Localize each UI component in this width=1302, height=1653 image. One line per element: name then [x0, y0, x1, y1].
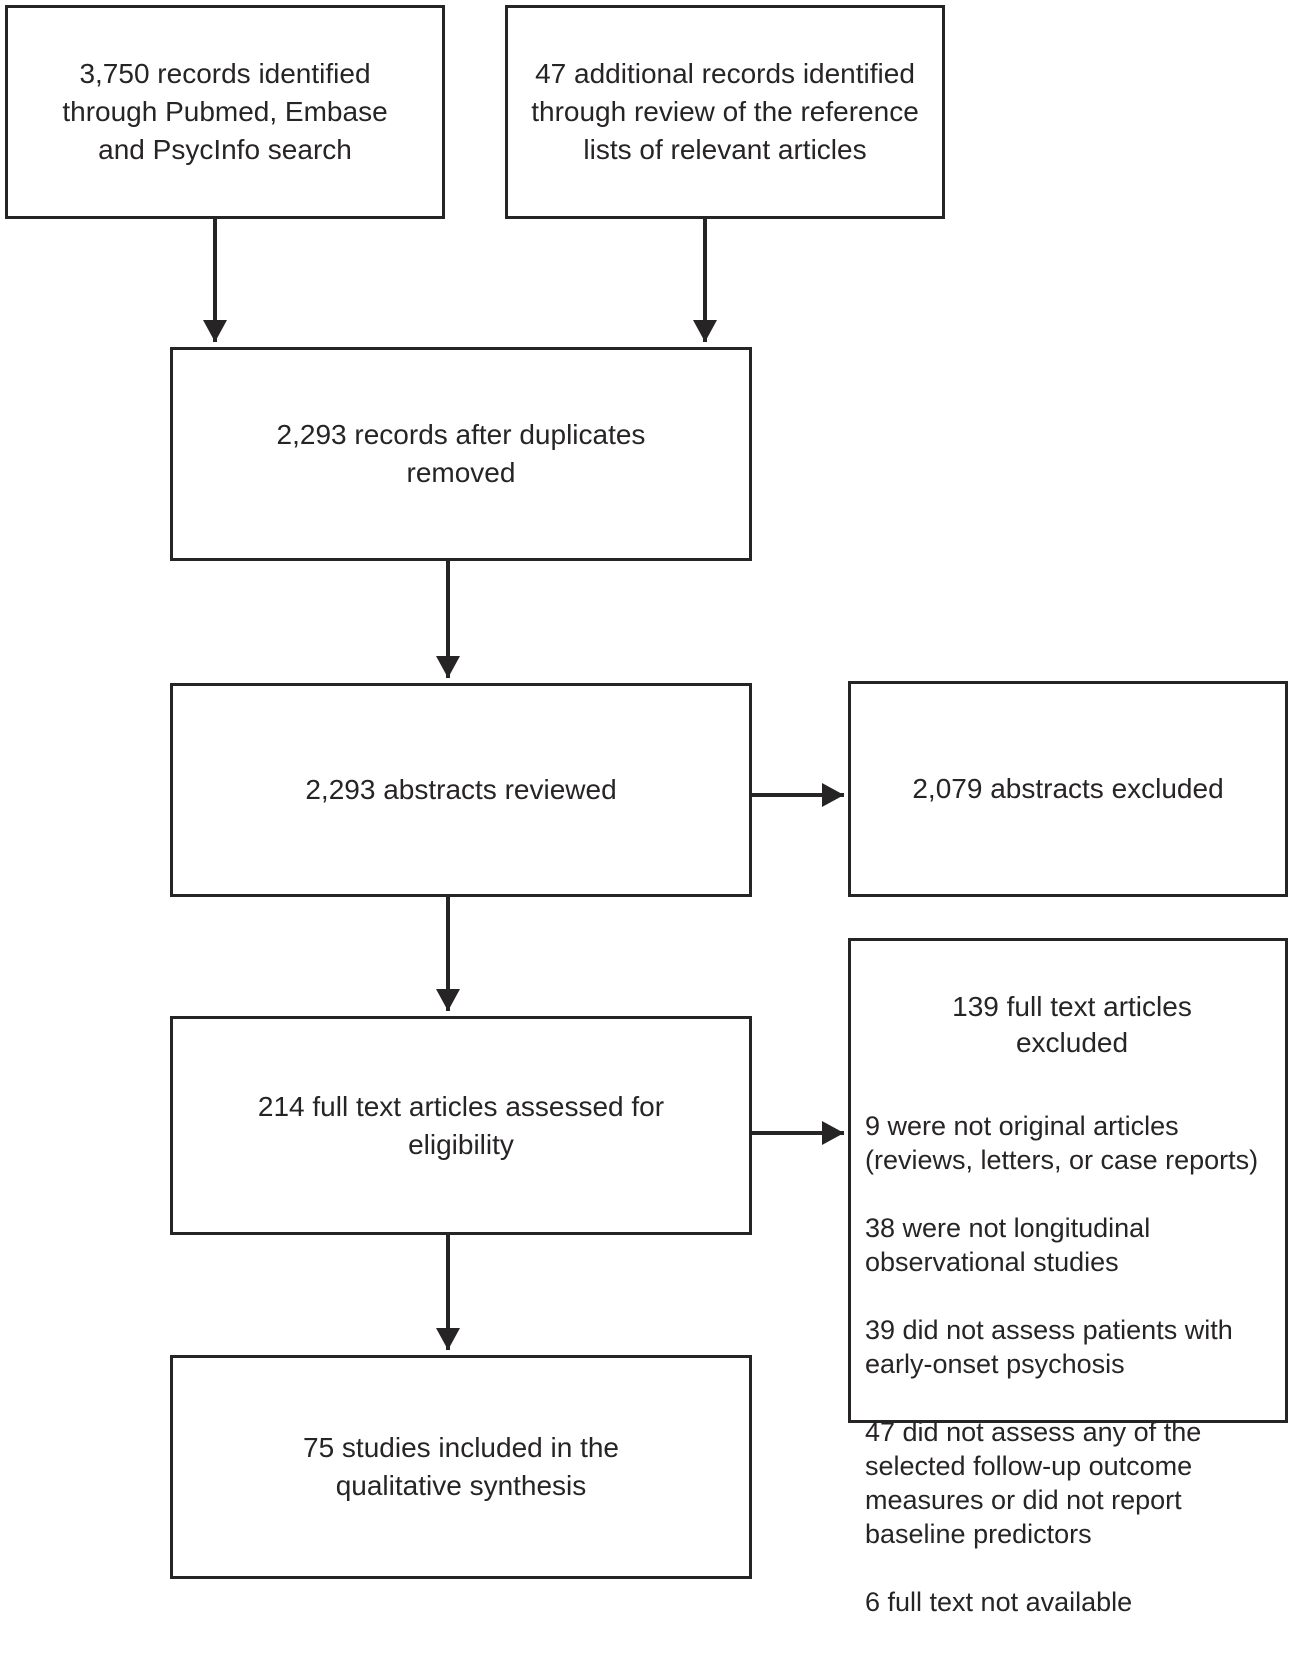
exclusion-reason: 9 were not original articles (reviews, l… [865, 1111, 1259, 1175]
box-records-identified: 3,750 records identified through Pubmed,… [5, 5, 445, 219]
exclusion-reason: 47 did not assess any of the selected fo… [865, 1417, 1202, 1549]
box-fulltext-excluded: 139 full text articles excluded 9 were n… [848, 938, 1288, 1617]
exclusion-reason: 6 full text not available [865, 1587, 1133, 1617]
additional-records-text: 47 additional records identified through… [531, 58, 919, 165]
abstracts-reviewed-text: 2,293 abstracts reviewed [305, 774, 617, 805]
included-synthesis-text: 75 studies included in the qualitative s… [303, 1432, 619, 1501]
fulltext-excluded-title: 139 full text articles excluded [952, 991, 1192, 1058]
prisma-flow-diagram: 3,750 records identified through Pubmed,… [5, 5, 1288, 1617]
exclusion-reason: 38 were not longitudinal observational s… [865, 1213, 1151, 1277]
box-abstracts-reviewed: 2,293 abstracts reviewed [170, 683, 752, 897]
records-identified-text: 3,750 records identified through Pubmed,… [62, 58, 388, 165]
box-included-synthesis: 75 studies included in the qualitative s… [170, 1355, 752, 1579]
box-additional-records: 47 additional records identified through… [505, 5, 945, 219]
exclusion-reason: 39 did not assess patients with early-on… [865, 1315, 1233, 1379]
fulltext-assessed-text: 214 full text articles assessed for elig… [257, 1090, 665, 1160]
box-fulltext-assessed: 214 full text articles assessed for elig… [170, 1016, 752, 1235]
box-abstracts-excluded: 2,079 abstracts excluded [848, 681, 1288, 897]
after-duplicates-text: 2,293 records after duplicates removed [276, 419, 646, 488]
abstracts-excluded-text: 2,079 abstracts excluded [912, 773, 1224, 804]
flow-arrows [203, 219, 844, 1350]
box-after-duplicates: 2,293 records after duplicates removed [170, 347, 752, 561]
